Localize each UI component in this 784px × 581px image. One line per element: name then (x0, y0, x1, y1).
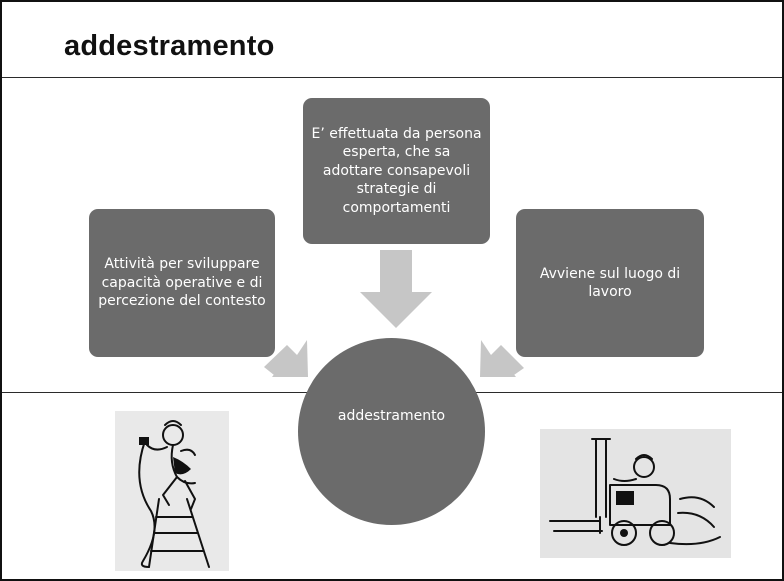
node-top: E’ effettuata da persona esperta, che sa… (303, 98, 490, 244)
worker-on-ladder-clipart (115, 411, 229, 571)
arrow-top-to-center (360, 250, 432, 328)
forklift-driver-clipart (540, 429, 731, 558)
arrow-left-to-center (264, 340, 308, 377)
center-node: addestramento (298, 338, 485, 525)
arrow-right-to-center (480, 340, 524, 377)
center-node-text: addestramento (337, 407, 446, 424)
node-top-text: E’ effettuata da persona esperta, che sa… (311, 125, 482, 216)
node-right: Avviene sul luogo di lavoro (516, 209, 704, 357)
node-right-text: Avviene sul luogo di lavoro (539, 265, 681, 301)
node-left-text: Attività per sviluppare capacità operati… (98, 256, 266, 310)
title-divider (2, 77, 782, 78)
slide-title: addestramento (64, 30, 275, 62)
node-left: Attività per sviluppare capacità operati… (89, 209, 275, 357)
